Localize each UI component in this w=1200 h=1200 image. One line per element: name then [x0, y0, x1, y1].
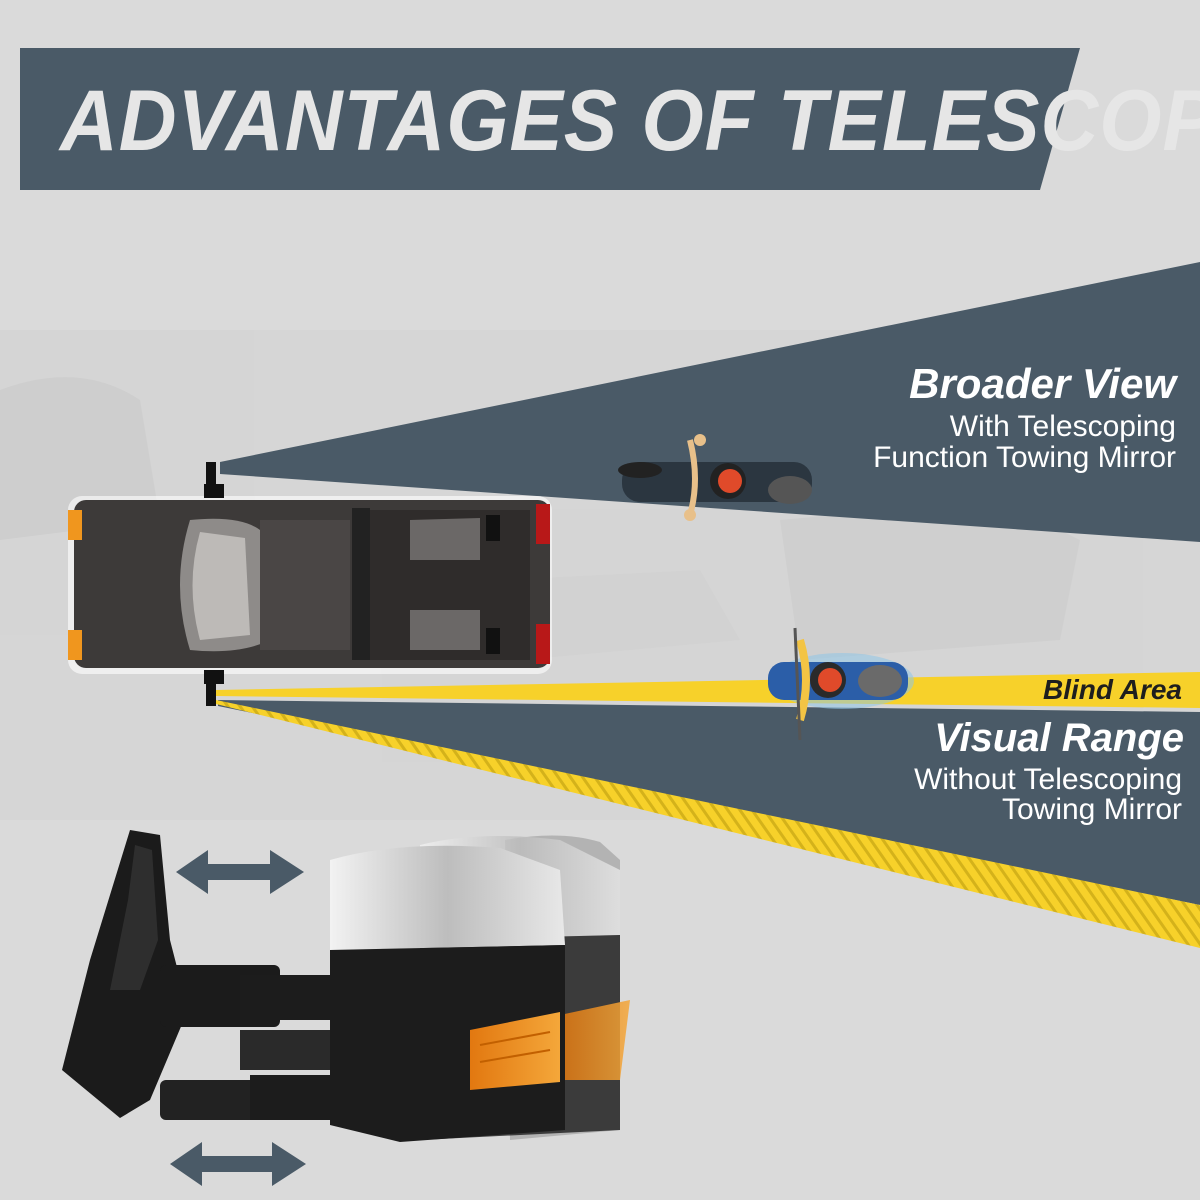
blind-area-band	[216, 672, 1200, 708]
broader-view-cone	[220, 262, 1200, 542]
motorcycle-icon	[618, 434, 812, 521]
broader-view-subtitle-line-2: Function Towing Mirror	[873, 441, 1176, 474]
visual-range-heading: Visual Range	[934, 716, 1184, 760]
blind-area-label: Blind Area	[1043, 674, 1182, 705]
visual-range-subtitle-line-1: Without Telescoping	[914, 763, 1182, 796]
visual-range-subtitle-line-2: Towing Mirror	[1001, 793, 1182, 826]
title-banner	[20, 48, 1080, 190]
visual-range-cone	[218, 700, 1200, 905]
page-title: ADVANTAGES OF TELESCOPING	[60, 72, 1200, 169]
towing-mirror-icon	[62, 830, 630, 1142]
striped-edge	[216, 700, 1200, 948]
broader-view-heading: Broader View	[909, 360, 1176, 407]
left-right-arrow-icon	[170, 1142, 306, 1186]
motorcycle-icon	[768, 627, 914, 741]
left-right-arrow-icon	[176, 850, 304, 894]
pickup-truck-icon	[68, 462, 552, 706]
broader-view-subtitle-line-1: With Telescoping	[949, 410, 1176, 443]
